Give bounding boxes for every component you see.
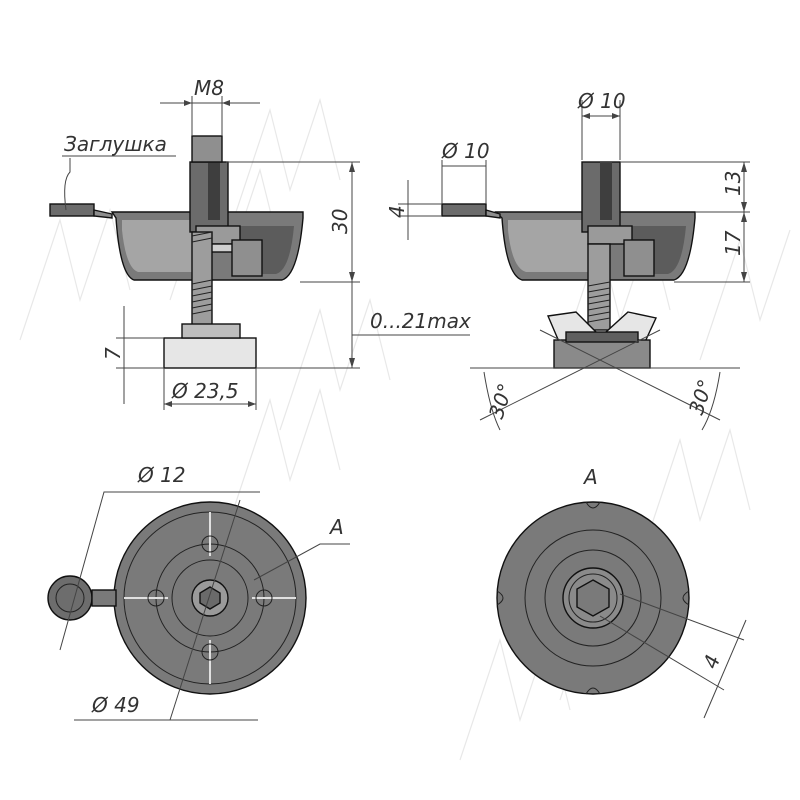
view-title: A xyxy=(582,465,598,489)
label-view-marker: A xyxy=(328,515,344,539)
label-foot-diameter: Ø 23,5 xyxy=(171,379,239,403)
label-cap-height: 4 xyxy=(385,205,409,218)
label-height-30: 30 xyxy=(328,209,352,234)
label-top-diameter-left: Ø 10 xyxy=(441,139,490,163)
label-height-13: 13 xyxy=(721,171,745,196)
label-zaglushka: Заглушка xyxy=(64,132,167,156)
hex-socket-left xyxy=(199,586,221,610)
label-cap-diameter: Ø 12 xyxy=(137,463,186,487)
plug-tab xyxy=(49,203,95,217)
label-travel: 0...21max xyxy=(370,309,471,333)
label-hex-size: 4 xyxy=(698,652,725,672)
top-view-left: Ø 12 Ø 49 A xyxy=(47,463,350,721)
label-angle-left: 30° xyxy=(484,380,518,421)
label-foot-height: 7 xyxy=(101,347,125,360)
view-a: A 4 xyxy=(496,465,747,719)
hex-socket-right xyxy=(576,579,610,617)
label-height-17: 17 xyxy=(721,230,745,256)
side-view-right: Ø 10 Ø 10 13 17 4 30° 30° xyxy=(385,89,750,431)
threaded-stem-right xyxy=(587,243,611,331)
label-angle-right: 30° xyxy=(684,376,718,417)
foot-pad-left xyxy=(163,337,257,369)
side-view-left: Заглушка M8 30 0...21max 7 Ø 23,5 xyxy=(49,76,471,410)
label-body-diameter: Ø 49 xyxy=(91,693,140,717)
label-thread: M8 xyxy=(194,76,224,100)
label-top-diameter-right: Ø 10 xyxy=(577,89,626,113)
